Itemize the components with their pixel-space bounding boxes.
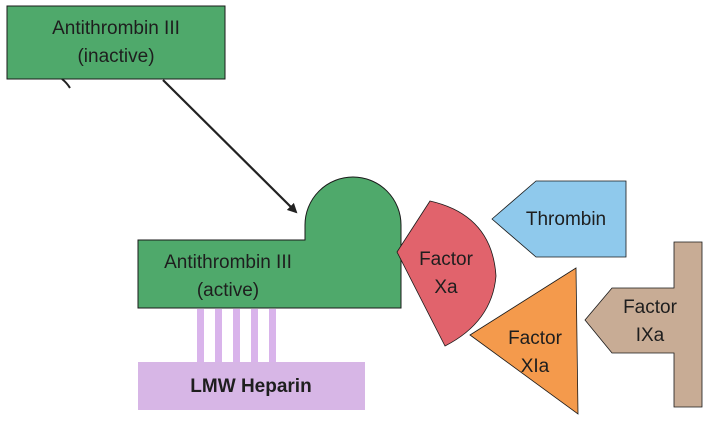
factor-xia-line1: Factor (508, 328, 563, 349)
thrombin-node: Thrombin (491, 180, 627, 258)
antithrombin-inactive-line1: Antithrombin III (52, 18, 180, 39)
factor-ixa-line1: Factor (623, 297, 678, 318)
factor-ixa-node: Factor IXa (584, 241, 703, 408)
heparin-links (197, 309, 276, 365)
factor-xia-node: Factor XIa (469, 267, 579, 415)
factor-xa-line1: Factor (419, 249, 474, 270)
factor-xa-node: Factor Xa (396, 200, 497, 347)
lmw-heparin-shape (138, 362, 365, 410)
antithrombin-active-node: Antithrombin III (active) (137, 176, 402, 309)
heparin-link (215, 309, 222, 365)
antithrombin-active-line1: Antithrombin III (164, 252, 292, 273)
lmw-heparin-node: LMW Heparin (138, 362, 365, 410)
thrombin-shape (491, 180, 627, 258)
factor-xia-shape (469, 267, 579, 415)
heparin-link (233, 309, 240, 365)
antithrombin-inactive-node: Antithrombin III (inactive) (6, 5, 226, 80)
antithrombin-inactive-line2: (inactive) (77, 46, 154, 67)
activation-arrow (162, 79, 298, 214)
thrombin-label: Thrombin (526, 209, 606, 230)
curve-mark (61, 78, 71, 89)
factor-ixa-shape (584, 241, 703, 408)
factor-ixa-line2: IXa (636, 325, 665, 346)
heparin-link (251, 309, 258, 365)
factor-xa-line2: Xa (434, 277, 458, 298)
factor-xia-line2: XIa (521, 356, 550, 377)
lmw-heparin-label: LMW Heparin (190, 376, 311, 397)
antithrombin-active-shape (137, 176, 402, 309)
antithrombin-active-line2: (active) (197, 280, 259, 301)
heparin-link (269, 309, 276, 365)
factor-xa-shape (396, 200, 497, 347)
heparin-link (197, 309, 204, 365)
antithrombin-inactive-shape (6, 5, 226, 80)
